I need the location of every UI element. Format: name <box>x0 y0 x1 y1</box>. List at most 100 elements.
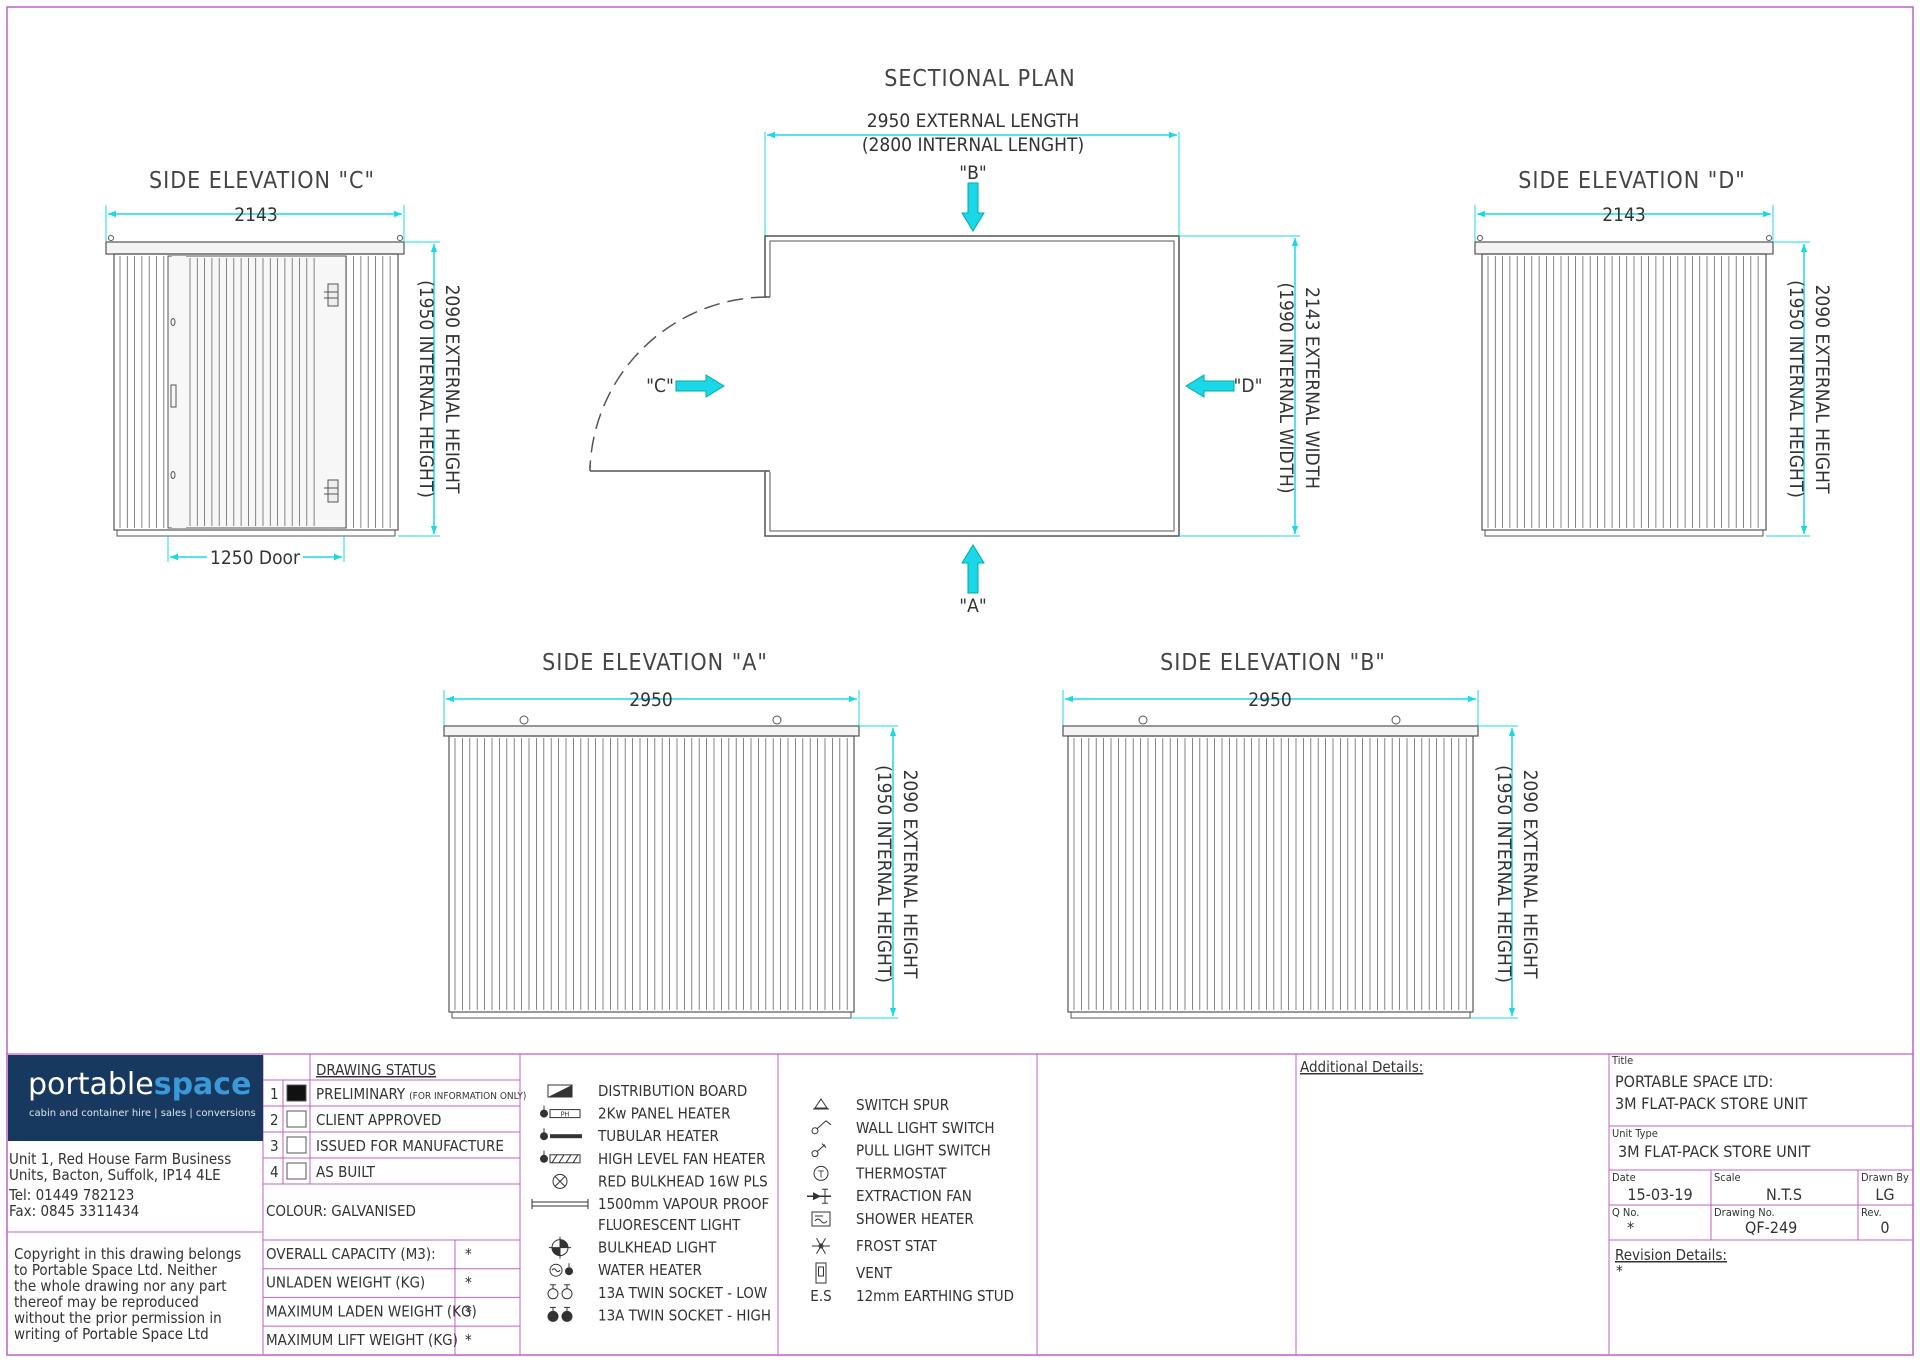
status-number: 3 <box>270 1137 279 1155</box>
side-elevation-a-height-internal: (1950 INTERNAL HEIGHT) <box>873 765 895 983</box>
date-label: Date <box>1612 1171 1636 1184</box>
legend-label: PULL LIGHT SWITCH <box>856 1142 991 1160</box>
spec-value: * <box>465 1302 472 1320</box>
side-elevation-c-height-internal: (1950 INTERNAL HEIGHT) <box>415 280 437 498</box>
side-elevation-b: SIDE ELEVATION "B" 2950 2090 EXTERNAL HE… <box>1062 650 1541 1019</box>
legend-label: SWITCH SPUR <box>856 1096 949 1114</box>
spec-value: * <box>465 1245 472 1263</box>
scale-value: N.T.S <box>1766 1185 1802 1204</box>
view-marker-b: "B" <box>959 162 987 232</box>
legend-label: BULKHEAD LIGHT <box>598 1239 717 1257</box>
door-swing-arc <box>589 296 768 469</box>
tubular-heater-icon <box>540 1128 582 1141</box>
door-bolt <box>170 471 176 479</box>
unit-type-value: 3M FLAT-PACK STORE UNIT <box>1618 1142 1811 1161</box>
legend-item: BULKHEAD LIGHT <box>549 1236 717 1259</box>
status-number: 2 <box>270 1111 279 1129</box>
legend-label: DISTRIBUTION BOARD <box>598 1082 747 1100</box>
status-row: 3 ISSUED FOR MANUFACTURE <box>263 1132 520 1159</box>
plan-external-length: 2950 EXTERNAL LENGTH <box>867 110 1080 132</box>
door-width-dim: 1250 Door <box>210 547 301 569</box>
plan-internal-length: (2800 INTERNAL LENGHT) <box>862 134 1084 156</box>
pull-light-switch-icon <box>811 1143 827 1158</box>
status-number: 1 <box>270 1085 279 1103</box>
drawing-status-heading: DRAWING STATUS <box>316 1061 436 1079</box>
extraction-fan-icon <box>807 1188 831 1204</box>
company-panel: portablespace cabin and container hire |… <box>7 1055 263 1343</box>
status-checkbox[interactable] <box>286 1084 307 1102</box>
legend-label: RED BULKHEAD 16W PLS <box>598 1172 768 1190</box>
legend-label: 2Kw PANEL HEATER <box>598 1105 730 1123</box>
legend-item: PH 2Kw PANEL HEATER <box>540 1105 730 1123</box>
legend-item: PULL LIGHT SWITCH <box>811 1142 991 1160</box>
legend-label: HIGH LEVEL FAN HEATER <box>598 1150 766 1168</box>
drawing-title-line-2: 3M FLAT-PACK STORE UNIT <box>1615 1094 1808 1113</box>
spec-row: MAXIMUM LIFT WEIGHT (KG)* <box>263 1325 520 1355</box>
shower-heater-icon <box>811 1211 831 1227</box>
corrugation-ribs <box>1073 738 1467 1010</box>
legend-item: T THERMOSTAT <box>813 1164 947 1182</box>
copyright-line: thereof may be reproduced <box>14 1293 199 1311</box>
status-label: ISSUED FOR MANUFACTURE <box>316 1137 504 1155</box>
svg-text:PH: PH <box>561 1111 570 1119</box>
view-marker-c: "C" <box>646 374 725 398</box>
copyright-line: the whole drawing nor any part <box>14 1277 227 1295</box>
legend-label: 13A TWIN SOCKET - LOW <box>598 1284 767 1302</box>
status-label: AS BUILT <box>316 1163 376 1181</box>
side-elevation-d-width: 2143 <box>1602 204 1646 226</box>
title-label: Title <box>1611 1054 1633 1067</box>
spec-row: OVERALL CAPACITY (M3):* <box>266 1240 472 1269</box>
earthing-stud-icon: E.S <box>810 1287 831 1305</box>
twin-socket-high-icon <box>547 1306 573 1322</box>
plan-inner-wall <box>769 240 1175 532</box>
side-elevation-b-height-internal: (1950 INTERNAL HEIGHT) <box>1493 765 1515 983</box>
side-elevation-d-height: 2090 EXTERNAL HEIGHT <box>1811 285 1833 494</box>
rev-label: Rev. <box>1861 1206 1882 1219</box>
copyright-line: to Portable Space Ltd. Neither <box>14 1261 217 1279</box>
view-marker-d: "D" <box>1185 374 1262 398</box>
legend-label: THERMOSTAT <box>855 1164 947 1182</box>
drawn-by-value: LG <box>1875 1185 1894 1204</box>
base-frame <box>451 1011 852 1019</box>
legend-item: DISTRIBUTION BOARD <box>547 1082 747 1100</box>
rev-value: 0 <box>1880 1218 1889 1237</box>
drawing-no-label: Drawing No. <box>1714 1206 1775 1219</box>
door-hinge <box>324 283 339 503</box>
legend-label: TUBULAR HEATER <box>597 1127 719 1145</box>
status-checkbox[interactable] <box>286 1136 307 1154</box>
drawing-info-panel: Title PORTABLE SPACE LTD: 3M FLAT-PACK S… <box>1609 1054 1913 1280</box>
legend-item: VENT <box>815 1262 893 1284</box>
distribution-board-icon <box>547 1084 573 1098</box>
legend-label: 13A TWIN SOCKET - HIGH <box>598 1306 771 1324</box>
corrugation-ribs <box>1487 256 1759 528</box>
roof-panel <box>443 725 860 737</box>
plan-outer-wall <box>764 235 1180 537</box>
side-elevation-d-height-internal: (1950 INTERNAL HEIGHT) <box>1785 280 1807 498</box>
legend-item: 13A TWIN SOCKET - HIGH <box>547 1306 771 1324</box>
switch-spur-icon <box>813 1098 829 1110</box>
logo-wordmark: portablespace <box>28 1067 251 1102</box>
unit-type-label: Unit Type <box>1612 1127 1658 1140</box>
status-checkbox[interactable] <box>286 1110 307 1128</box>
door-ribs <box>189 258 315 526</box>
side-elevation-b-height: 2090 EXTERNAL HEIGHT <box>1519 770 1541 979</box>
fax: Fax: 0845 3311434 <box>9 1202 139 1220</box>
status-checkbox[interactable] <box>286 1162 307 1180</box>
telephone: Tel: 01449 782123 <box>8 1186 134 1204</box>
svg-text:T: T <box>817 1169 824 1180</box>
vent-icon <box>815 1262 827 1284</box>
door-handle <box>170 384 177 408</box>
legend-label: FLUORESCENT LIGHT <box>598 1216 741 1234</box>
legend-label: 12mm EARTHING STUD <box>856 1287 1014 1305</box>
legend-item: EXTRACTION FAN <box>807 1187 972 1205</box>
svg-text:E.S: E.S <box>810 1287 831 1305</box>
revision-details-value: * <box>1616 1262 1623 1280</box>
colour-spec: COLOUR: GALVANISED <box>266 1202 416 1220</box>
roof-panel <box>1062 725 1479 737</box>
sectional-plan: SECTIONAL PLAN 2950 EXTERNAL LENGTH (280… <box>589 66 1323 617</box>
svg-text:"A": "A" <box>959 595 986 617</box>
copyright-line: without the prior permission in <box>14 1309 222 1327</box>
